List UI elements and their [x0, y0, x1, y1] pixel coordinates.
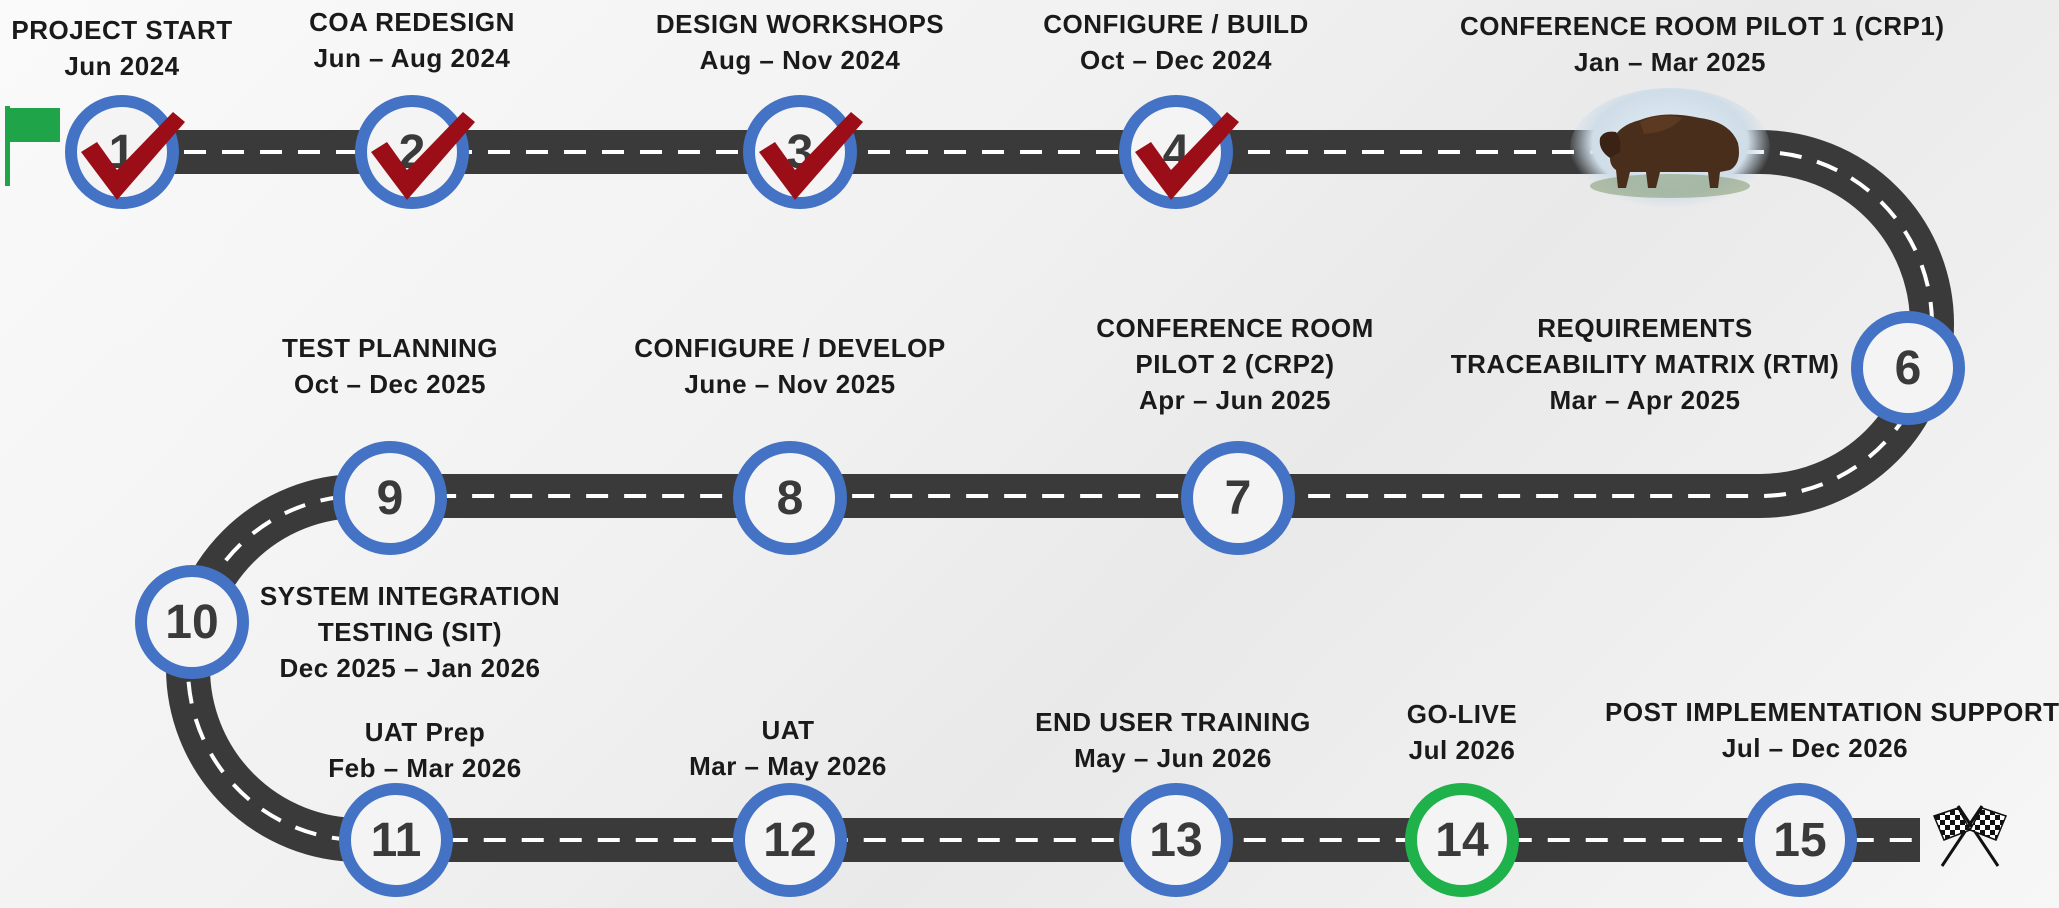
milestone-title: CONFERENCE ROOM [1096, 313, 1374, 343]
milestone-label: POST IMPLEMENTATION SUPPORT Jul – Dec 202… [1605, 694, 2059, 766]
milestone-dates: Oct – Dec 2024 [1079, 45, 1272, 75]
milestone-dates: Apr – Jun 2025 [1139, 385, 1331, 415]
milestone-label: GO-LIVE Jul 2026 [1252, 696, 1672, 768]
milestone-badge: 12 [733, 783, 847, 897]
milestone-badge: 3 [743, 95, 857, 209]
milestone-dates: Jun 2024 [64, 51, 180, 81]
milestone-label: SYSTEM INTEGRATION TESTING (SIT) Dec 2025 … [200, 578, 620, 686]
milestone-label: PROJECT START Jun 2024 [0, 12, 332, 84]
milestone-dates: May – Jun 2026 [1074, 743, 1272, 773]
milestone-badge: 14 [1405, 783, 1519, 897]
milestone-title: PROJECT START [11, 15, 233, 45]
milestone-dates: Mar – Apr 2025 [1549, 385, 1741, 415]
bison-badge [1570, 88, 1770, 208]
milestone-dates: Feb – Mar 2026 [328, 753, 522, 783]
milestone-badge: 13 [1119, 783, 1233, 897]
milestone-title: CONFIGURE / BUILD [1043, 9, 1309, 39]
milestone-badge: 1 [65, 95, 179, 209]
milestone-number: 7 [1224, 471, 1252, 525]
milestone-label: TEST PLANNING Oct – Dec 2025 [180, 330, 600, 402]
milestone-label: REQUIREMENTS TRACEABILITY MATRIX (RTM) Mar… [1435, 310, 1855, 418]
milestone-number: 15 [1773, 813, 1827, 867]
milestone-label: COA REDESIGN Jun – Aug 2024 [202, 4, 622, 76]
milestone-title: CONFIGURE / DEVELOP [634, 333, 946, 363]
milestone-title: GO-LIVE [1406, 699, 1518, 729]
checkered-flags-icon [1932, 805, 2008, 867]
milestone-dates: June – Nov 2025 [684, 369, 896, 399]
milestone-number: 9 [376, 471, 404, 525]
milestone-dates: Jul – Dec 2026 [1721, 733, 1909, 763]
green-flag-icon [5, 106, 60, 186]
milestone-title-line2: TESTING (SIT) [317, 617, 503, 647]
milestone-number: 10 [165, 595, 219, 649]
milestone-title: REQUIREMENTS [1537, 313, 1753, 343]
milestone-label: CONFIGURE / BUILD Oct – Dec 2024 [966, 6, 1386, 78]
milestone-title: POST IMPLEMENTATION SUPPORT [1605, 697, 2059, 727]
milestone-dates: Dec 2025 – Jan 2026 [279, 653, 541, 683]
milestone-number: 3 [786, 125, 814, 179]
milestone-title: CONFERENCE ROOM PILOT 1 (CRP1) [1460, 11, 1945, 41]
milestone-label: CONFERENCE ROOM PILOT 2 (CRP2) Apr – Jun 2… [1025, 310, 1445, 418]
milestone-title: END USER TRAINING [1035, 707, 1311, 737]
milestone-dates: Oct – Dec 2025 [293, 369, 486, 399]
bison-icon [1590, 114, 1750, 198]
milestone-title: DESIGN WORKSHOPS [655, 9, 945, 39]
milestone-badge: 11 [339, 783, 453, 897]
milestone-dates: Aug – Nov 2024 [699, 45, 901, 75]
milestone-badge: 8 [733, 441, 847, 555]
milestone-badge: 2 [355, 95, 469, 209]
milestone-number: 4 [1162, 125, 1190, 179]
milestone-dates: Jul 2026 [1408, 735, 1516, 765]
milestone-title-line2: TRACEABILITY MATRIX (RTM) [1450, 349, 1840, 379]
milestone-label: END USER TRAINING May – Jun 2026 [963, 704, 1383, 776]
milestone-dates: Mar – May 2026 [689, 751, 887, 781]
milestone-title: UAT [761, 715, 815, 745]
milestone-number: 6 [1894, 341, 1922, 395]
milestone-dates: Jun – Aug 2024 [313, 43, 511, 73]
milestone-label: CONFIGURE / DEVELOP June – Nov 2025 [580, 330, 1000, 402]
milestone-label: CONFERENCE ROOM PILOT 1 (CRP1) Jan – Mar … [1460, 8, 1945, 80]
milestone-number: 11 [370, 813, 422, 867]
milestone-label: DESIGN WORKSHOPS Aug – Nov 2024 [590, 6, 1010, 78]
milestone-badge: 6 [1851, 311, 1965, 425]
milestone-number: 12 [763, 813, 817, 867]
milestone-number: 2 [398, 125, 426, 179]
milestone-title: SYSTEM INTEGRATION [259, 581, 561, 611]
milestone-title: UAT Prep [364, 717, 486, 747]
milestone-label: UAT Mar – May 2026 [578, 712, 998, 784]
milestone-number: 8 [776, 471, 804, 525]
milestone-badge: 9 [333, 441, 447, 555]
milestone-badge: 7 [1181, 441, 1295, 555]
milestone-dates: Jan – Mar 2025 [1573, 47, 1766, 77]
milestone-badge: 15 [1743, 783, 1857, 897]
milestone-title: COA REDESIGN [309, 7, 515, 37]
milestone-badge: 4 [1119, 95, 1233, 209]
milestone-title: TEST PLANNING [282, 333, 498, 363]
milestone-number: 1 [108, 125, 136, 179]
milestone-number: 13 [1149, 813, 1203, 867]
milestone-number: 14 [1435, 813, 1489, 867]
milestone-title-line2: PILOT 2 (CRP2) [1135, 349, 1335, 379]
